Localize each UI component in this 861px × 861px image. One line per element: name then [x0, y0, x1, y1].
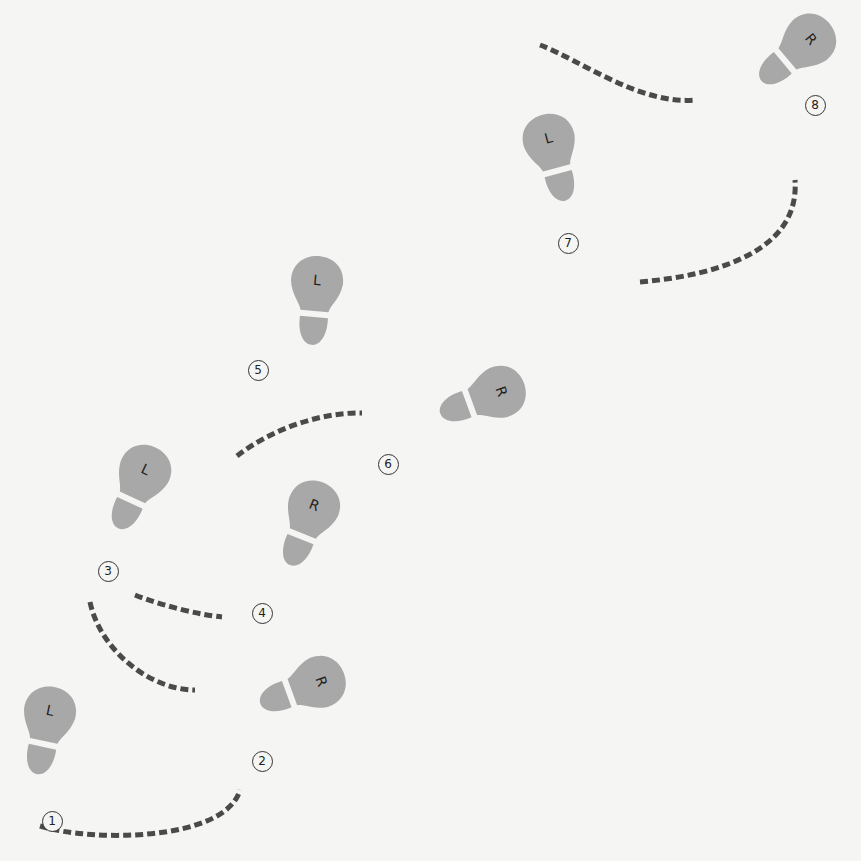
floor-path: [40, 790, 240, 835]
footprint-heel: [277, 534, 314, 571]
footprint-heel: [436, 391, 472, 427]
footprint-outline: [417, 345, 538, 454]
step-number-holder: 7: [558, 232, 579, 254]
footprint-outline: [78, 430, 193, 554]
step-number: 3: [98, 561, 119, 582]
footprint: R4: [265, 478, 345, 578]
footprint-shape: R: [249, 467, 361, 590]
footprint-outline: [728, 0, 856, 118]
footprint-heel: [544, 170, 579, 204]
step-number-holder: 5: [248, 359, 269, 381]
floor-path: [640, 180, 795, 282]
footprint-shape: R: [728, 0, 856, 118]
foot-letter: L: [277, 269, 358, 292]
footprint-shape: R: [417, 345, 538, 454]
step-number: 1: [42, 811, 63, 832]
footprint-shape: L: [503, 103, 606, 220]
floor-path: [540, 45, 695, 100]
step-number: 5: [248, 360, 269, 381]
step-number-holder: 2: [252, 750, 273, 772]
footprint: R2: [258, 640, 338, 740]
floor-path: [135, 595, 222, 617]
step-number: 8: [805, 95, 826, 116]
footprint: L7: [515, 112, 595, 212]
step-number-holder: 6: [378, 453, 399, 475]
step-number: 7: [558, 233, 579, 254]
step-number: 2: [252, 751, 273, 772]
footprint-heel: [105, 497, 142, 534]
footprint-heel: [256, 681, 292, 717]
step-number-holder: 4: [252, 602, 273, 624]
footprint-shape: L: [78, 430, 193, 554]
footprint: R8: [752, 5, 832, 105]
footprint-outline: [237, 635, 358, 744]
footprint-shape: L: [0, 678, 95, 792]
footprint: L3: [95, 442, 175, 542]
footprint: L1: [5, 685, 85, 785]
footprint-outline: [271, 252, 359, 359]
floor-path: [237, 413, 362, 456]
footprint-heel: [752, 52, 792, 92]
footprint: R6: [438, 350, 518, 450]
footprint-shape: L: [271, 252, 359, 359]
footprint-heel: [23, 744, 56, 777]
footprint: L5: [275, 255, 355, 355]
footprint-outline: [503, 103, 606, 220]
step-number: 6: [378, 454, 399, 475]
step-number-holder: 3: [98, 560, 119, 582]
step-number: 4: [252, 603, 273, 624]
footprint-outline: [0, 678, 95, 792]
step-number-holder: 8: [805, 94, 826, 116]
footprint-heel: [297, 316, 328, 346]
step-number-holder: 1: [42, 810, 63, 832]
footprint-outline: [249, 467, 361, 590]
floor-path: [90, 602, 195, 690]
footprint-shape: R: [237, 635, 358, 744]
